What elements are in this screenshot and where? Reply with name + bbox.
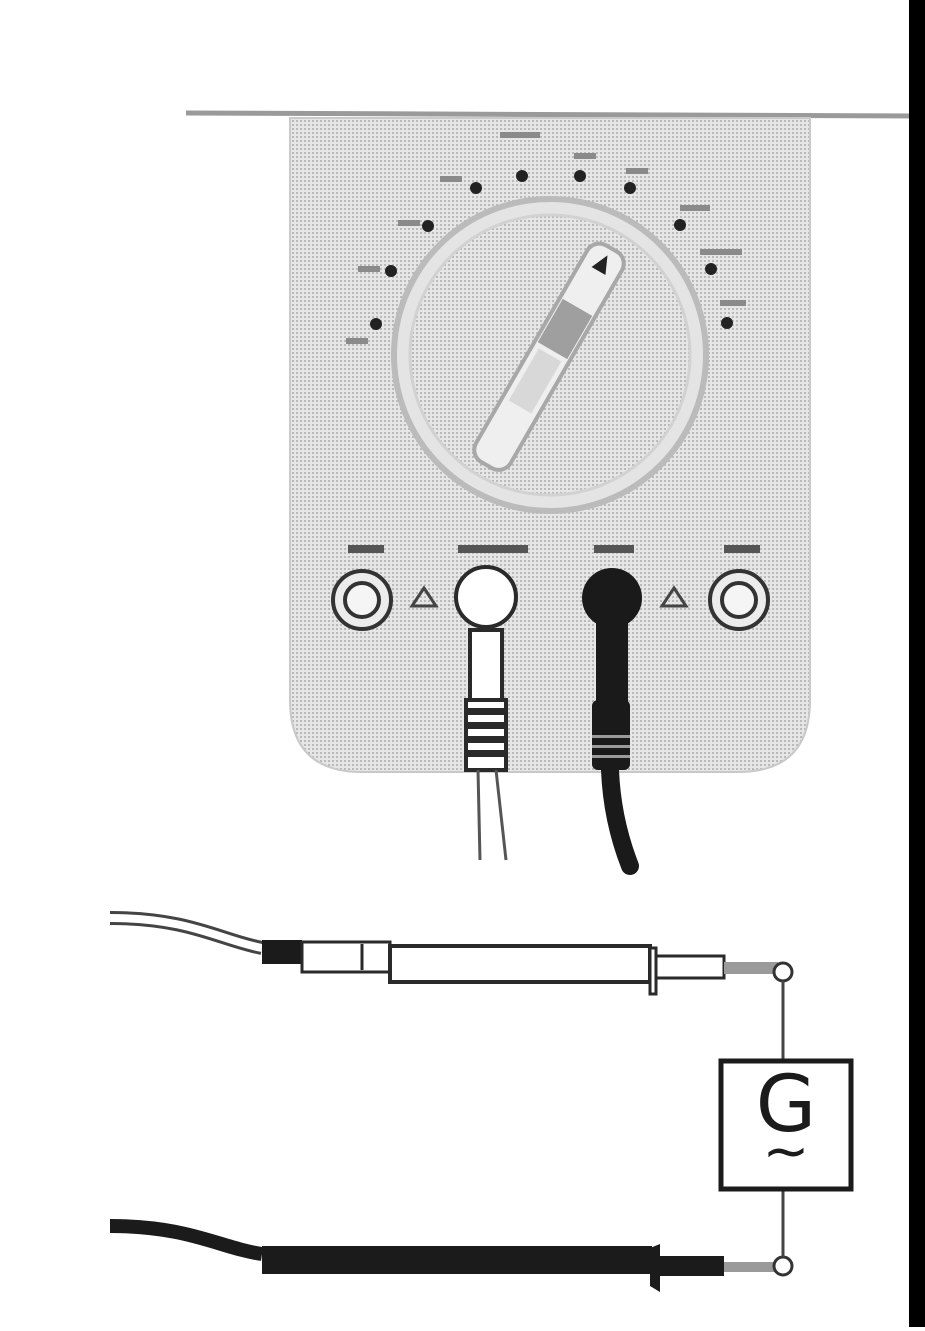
- rotary-dial[interactable]: [391, 196, 709, 514]
- dial-position-dot: [624, 182, 636, 194]
- dial-position-dot: [574, 170, 586, 182]
- dial-pointer[interactable]: [469, 238, 629, 475]
- dial-label-marks: [346, 132, 746, 344]
- black-test-lead-plug[interactable]: [582, 568, 642, 875]
- dial-position-dot: [385, 265, 397, 277]
- warning-triangle-icon: [409, 585, 439, 608]
- warning-triangle-icon: [659, 585, 689, 608]
- dial-position-dot: [370, 318, 382, 330]
- generator-letter: G: [755, 1060, 817, 1150]
- dial-arrow-icon: [591, 255, 608, 275]
- black-probe[interactable]: [109, 1219, 778, 1292]
- white-probe[interactable]: [109, 911, 778, 996]
- black-probe-cable: [109, 1219, 264, 1261]
- black-lead-cable: [601, 761, 639, 875]
- white-test-lead-plug[interactable]: [454, 564, 518, 861]
- terminal-4[interactable]: [708, 569, 770, 631]
- page-edge-bar: [909, 0, 925, 1327]
- dial-position-dot: [516, 170, 528, 182]
- dial-position-dot: [674, 219, 686, 231]
- dial-position-dot: [705, 263, 717, 275]
- ac-tilde-icon: ~: [762, 1119, 810, 1184]
- white-lead-cable: [476, 769, 508, 861]
- panel-top-edge: [185, 110, 916, 119]
- upper-probe-tip: [772, 961, 794, 983]
- dial-position-dot: [422, 220, 434, 232]
- terminal-label-marks: [348, 545, 760, 553]
- lower-probe-tip: [772, 1255, 794, 1277]
- dial-position-dot: [721, 317, 733, 329]
- terminal-1[interactable]: [331, 569, 393, 631]
- generator-box: [718, 1058, 854, 1192]
- dial-positions: [370, 170, 733, 330]
- dial-position-dot: [470, 182, 482, 194]
